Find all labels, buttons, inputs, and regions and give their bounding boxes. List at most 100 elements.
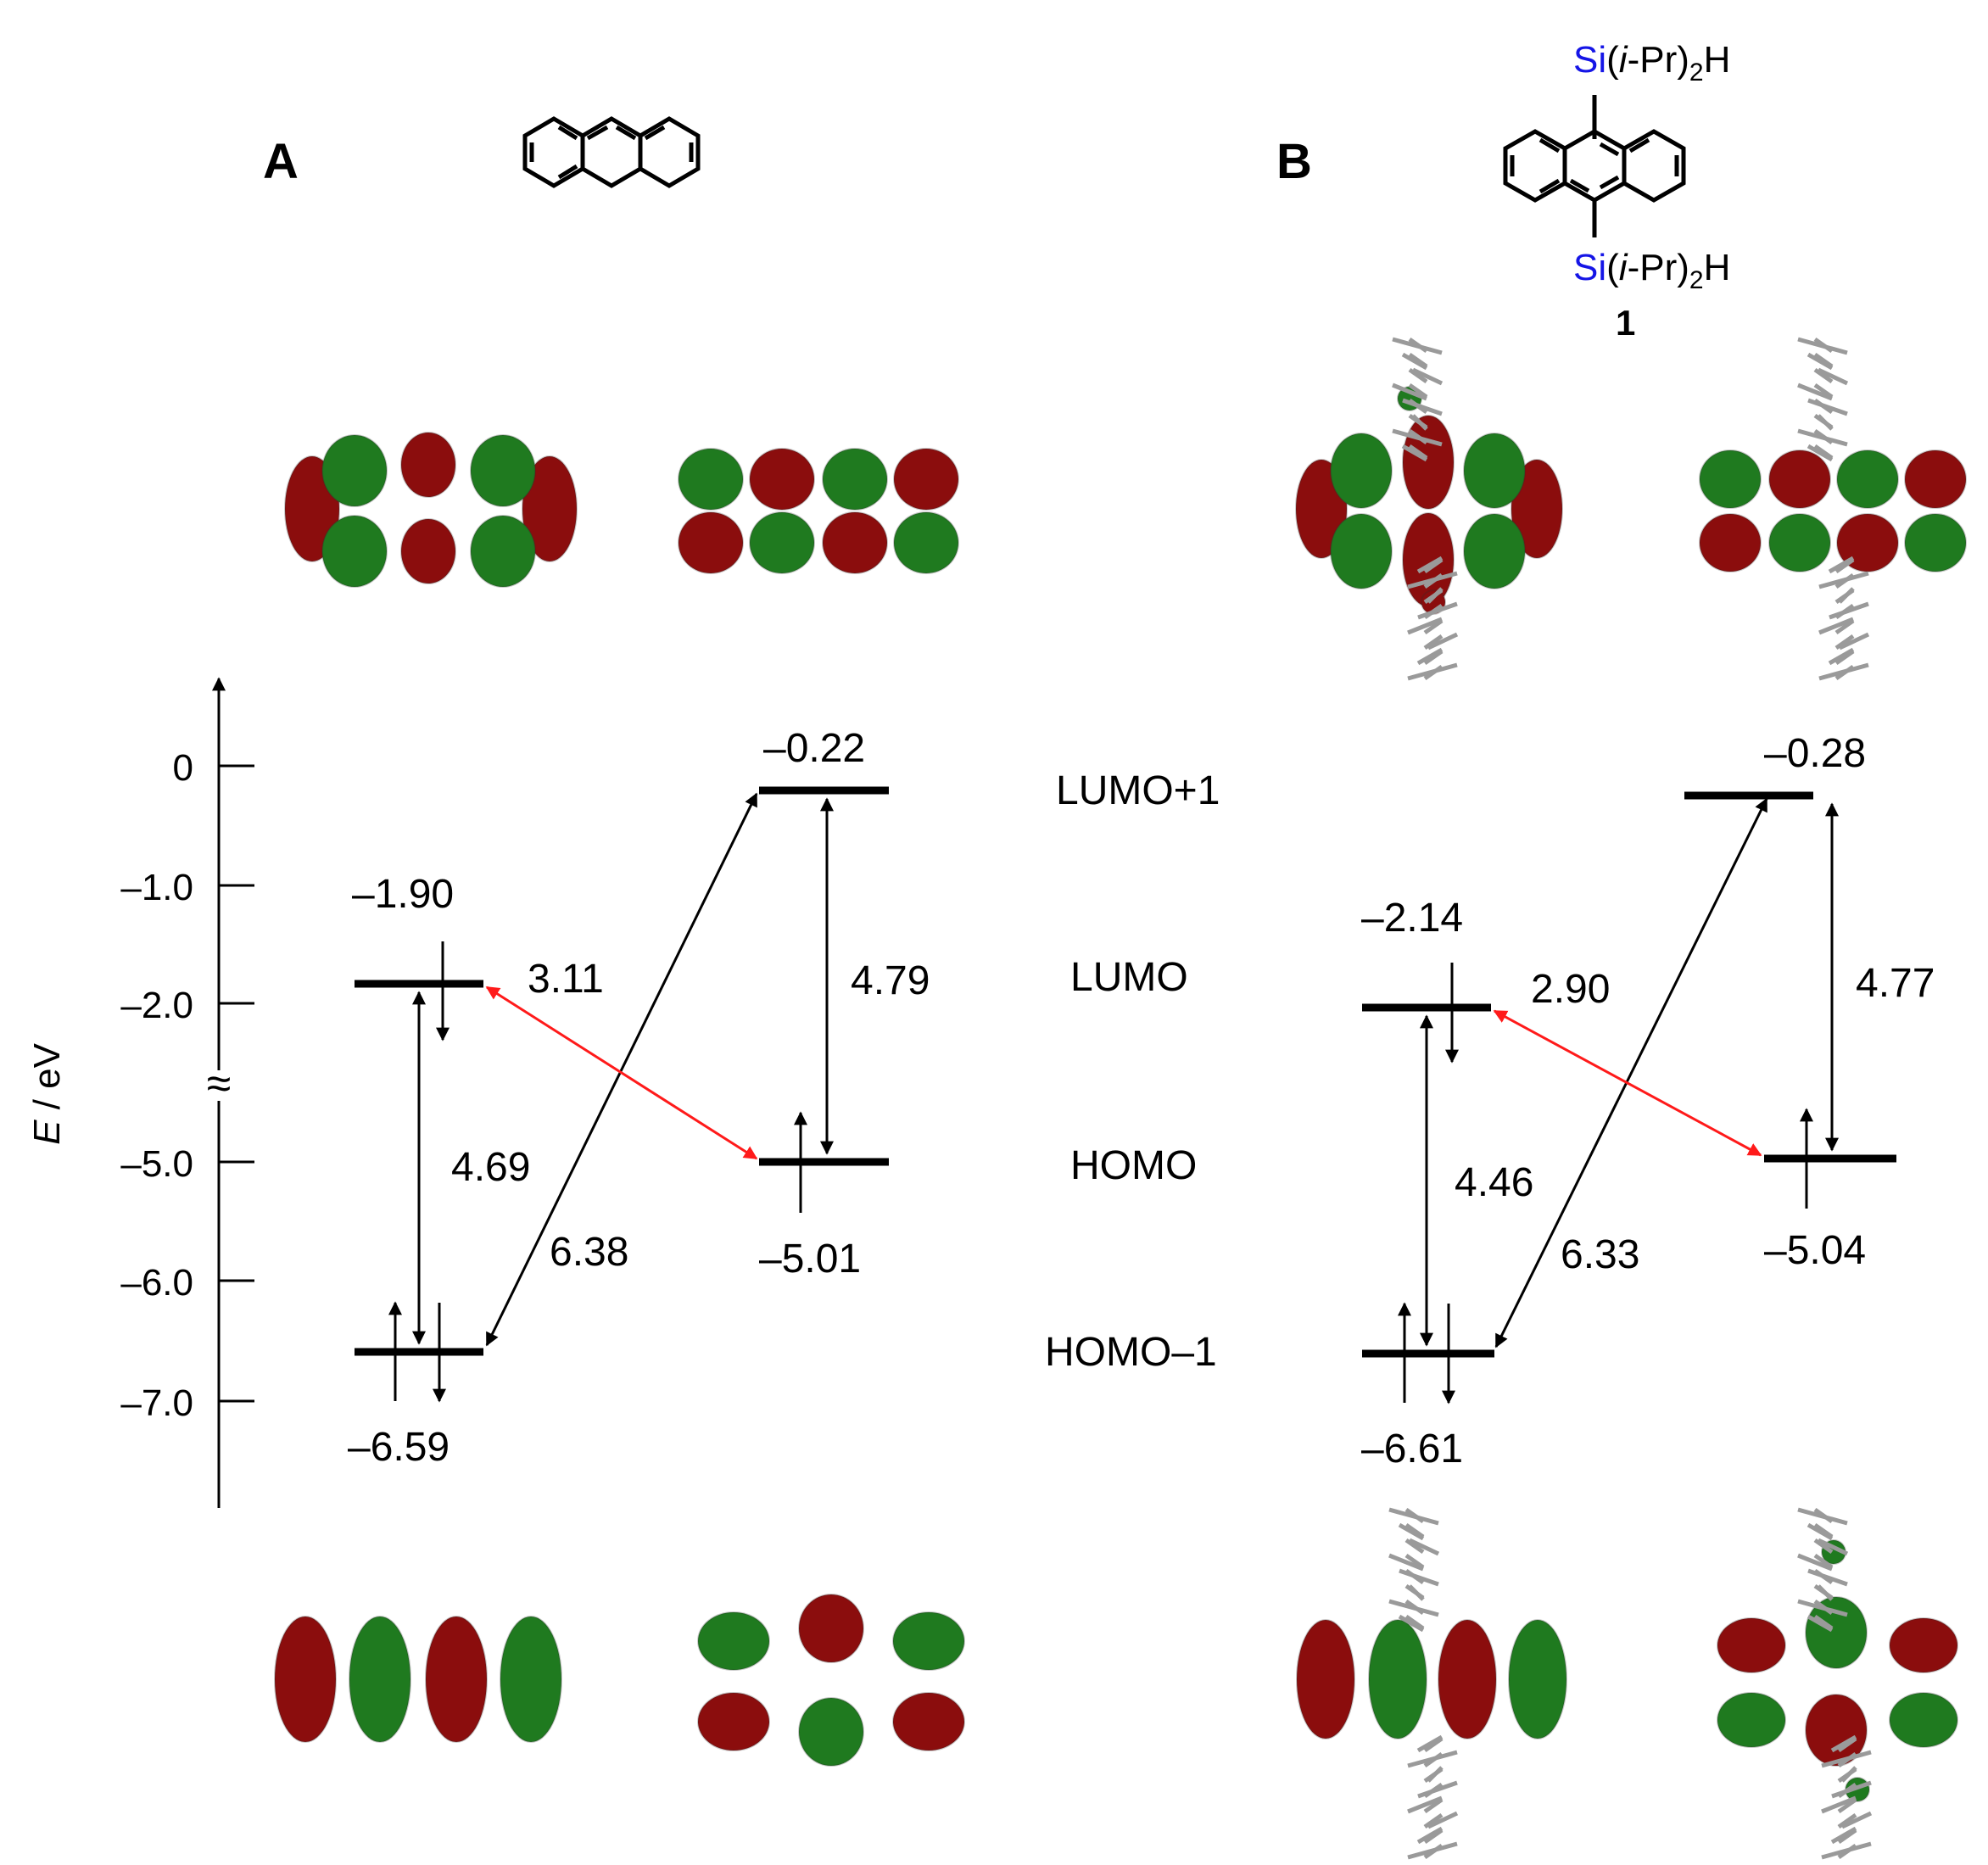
substituent-skeleton: [1408, 337, 1428, 354]
substituent-italic: i: [1619, 247, 1628, 288]
panel-label-b: B: [1276, 134, 1312, 189]
energy-label: –5.01: [759, 1237, 861, 1281]
orbital-b-lumo-picture: [1295, 337, 1563, 681]
substituent-skeleton: [1837, 1828, 1857, 1845]
substituent-skeleton: [1834, 634, 1855, 651]
orbital-lobe: [470, 515, 536, 588]
orbital-name-homo: HOMO: [1070, 1143, 1197, 1188]
substituent-skeleton: [1407, 617, 1443, 635]
energy-label: –5.04: [1764, 1228, 1866, 1273]
substituent-text: (: [1606, 247, 1619, 288]
substituent-skeleton: [1813, 1507, 1834, 1524]
substituent-skeleton: [1813, 413, 1834, 430]
orbital-lobe: [1699, 449, 1762, 509]
silicon-atom-label: Si: [1573, 247, 1606, 288]
substituent-subscript: 2: [1689, 266, 1704, 294]
substituent-skeleton: [1797, 1553, 1833, 1572]
orbital-lobe: [697, 1611, 770, 1671]
orbital-lobe: [1889, 1692, 1958, 1748]
substituent-skeleton: [1834, 664, 1855, 681]
substituent-skeleton: [1404, 1538, 1425, 1555]
substituent-skeleton: [1423, 1767, 1444, 1784]
axis-tick-label: 0: [173, 747, 193, 789]
orbital-lobe: [1904, 513, 1967, 572]
substituent-skeleton: [1837, 1767, 1857, 1784]
orbital-lobe: [1805, 1596, 1868, 1669]
orbital-lobe: [1836, 449, 1899, 509]
substituent-skeleton: [1423, 664, 1444, 681]
substituent-skeleton: [1408, 352, 1428, 369]
orbital-lobe: [500, 1616, 562, 1743]
substituent-skeleton: [1837, 1736, 1857, 1753]
substituent-text: H: [1704, 247, 1731, 288]
substituent-skeleton: [1813, 444, 1834, 461]
axis-tick-label: –6.0: [120, 1262, 193, 1304]
substituent-skeleton: [1408, 367, 1428, 384]
substituent-skeleton: [1817, 1538, 1849, 1556]
substituent-skeleton: [1834, 588, 1855, 605]
substituent-skeleton: [1837, 1782, 1857, 1799]
substituent-skeleton: [1407, 1795, 1443, 1814]
anthracene-structure: [522, 116, 701, 188]
si-substituent-top: Si(i-Pr)2H: [1573, 39, 1730, 87]
orbital-lobe: [1904, 449, 1967, 509]
substituent-text: -Pr): [1628, 39, 1689, 81]
substituent-skeleton: [1813, 367, 1834, 384]
axis-title-unit: / eV: [26, 1042, 68, 1120]
substituent-skeleton: [1423, 572, 1444, 589]
axis-tick-label: –2.0: [120, 985, 193, 1026]
compound-number: 1: [1616, 303, 1635, 343]
orbital-lobe: [1805, 1694, 1868, 1767]
orbital-lobe: [892, 1611, 965, 1671]
substituent-skeleton: [1411, 367, 1444, 386]
substituent-skeleton: [1834, 618, 1855, 635]
gap-label: 4.77: [1856, 961, 1935, 1006]
orbital-b-lumo-plus1-picture: [1699, 337, 1967, 681]
substituent-skeleton: [1404, 1583, 1425, 1600]
silicon-atom-label: Si: [1573, 39, 1606, 81]
substituent-skeleton: [1813, 1583, 1834, 1600]
orbital-lobe: [425, 1616, 488, 1743]
axis-tick-label: –1.0: [120, 867, 193, 908]
substituent-skeleton: [1837, 1812, 1857, 1829]
substituent-skeleton: [1813, 428, 1834, 445]
substituent-skeleton: [1404, 1568, 1425, 1585]
substituent-skeleton: [1813, 337, 1834, 354]
orbital-lobe: [1768, 449, 1831, 509]
substituent-skeleton: [1408, 444, 1428, 461]
substituent-skeleton: [1834, 557, 1855, 574]
substituent-text: (: [1606, 39, 1619, 81]
orbital-name-lumo-plus1: LUMO+1: [1056, 768, 1220, 813]
energy-label: –6.61: [1361, 1427, 1463, 1471]
orbital-lobe: [1330, 433, 1393, 509]
transition-arrow-highlight: [1493, 1009, 1762, 1157]
energy-label: –1.90: [352, 872, 454, 917]
substituent-skeleton: [1423, 603, 1444, 620]
substituent-skeleton: [1423, 1828, 1444, 1845]
substituent-skeleton: [1837, 1751, 1857, 1768]
substituent-skeleton: [1423, 1736, 1444, 1753]
orbital-lobe: [522, 455, 578, 562]
orbital-lobe: [321, 434, 388, 507]
substituent-skeleton: [1427, 1811, 1459, 1829]
panel-a-levels: –0.22 –1.90 –5.01 –6.59 3.11 4.79 4.69 6…: [348, 726, 930, 1470]
substituent-skeleton: [1423, 588, 1444, 605]
substituent-skeleton: [1821, 1795, 1857, 1814]
orbital-lobe: [400, 518, 456, 584]
compound-1-structure: Si(i-Pr)2H Si(i-Pr)2H 1: [1503, 39, 1731, 343]
orbital-lobe: [822, 511, 888, 574]
orbital-lobe: [798, 1594, 864, 1663]
orbital-lobe: [1717, 1692, 1786, 1748]
substituent-skeleton: [1813, 398, 1834, 415]
substituent-skeleton: [1404, 1507, 1425, 1524]
orbital-a-homo-picture: [697, 1594, 965, 1767]
substituent-italic: i: [1619, 39, 1628, 81]
axis-tick-label: –5.0: [120, 1143, 193, 1185]
substituent-skeleton: [1423, 1751, 1444, 1768]
substituent-skeleton: [1423, 1843, 1444, 1860]
orbital-lobe: [1463, 433, 1526, 509]
orbital-lobe: [749, 511, 815, 574]
substituent-skeleton: [1423, 1797, 1444, 1814]
substituent-skeleton: [1813, 1568, 1834, 1585]
